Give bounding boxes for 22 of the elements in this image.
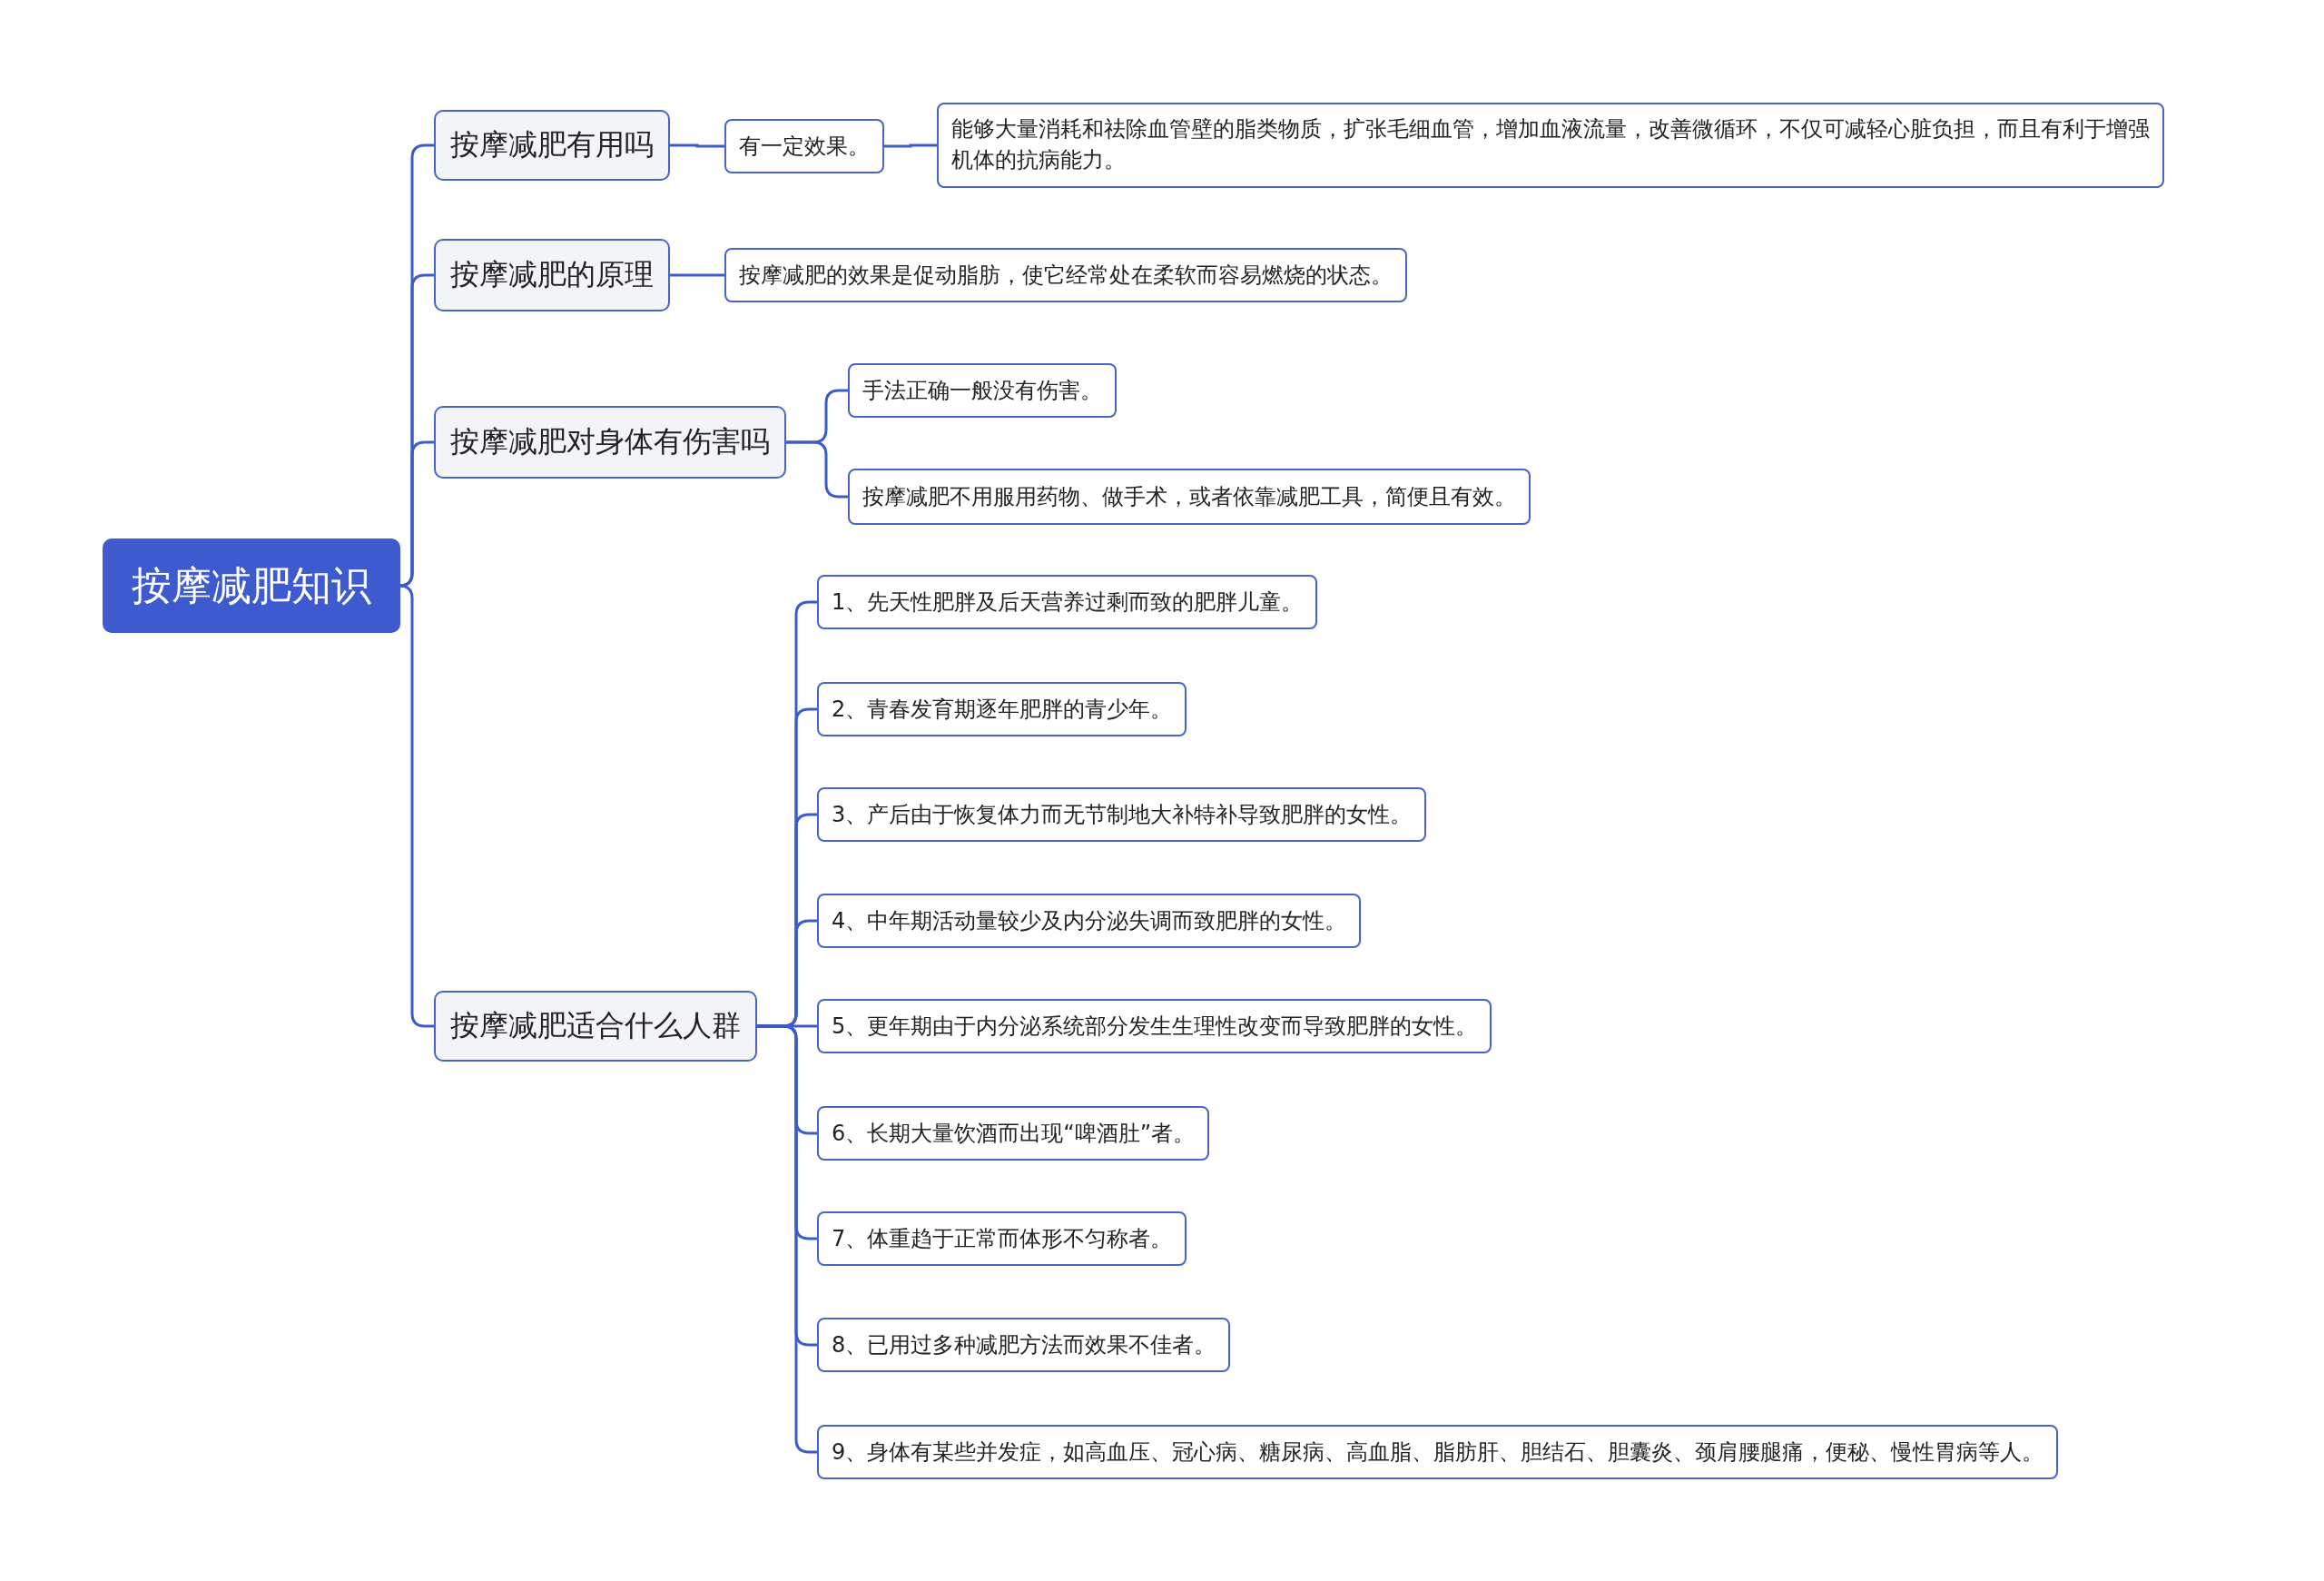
topic-box: 按摩减肥适合什么人群 bbox=[434, 991, 757, 1062]
subtopic-box: 手法正确一般没有伤害。 bbox=[848, 363, 1117, 418]
central-topic: 按摩减肥知识 bbox=[103, 539, 400, 633]
subtopic-box: 8、已用过多种减肥方法而效果不佳者。 bbox=[817, 1318, 1231, 1372]
subtopic-box: 有一定效果。 bbox=[724, 119, 884, 173]
subtopic-box: 6、长期大量饮酒而出现“啤酒肚”者。 bbox=[817, 1106, 1210, 1161]
topic-box: 按摩减肥有用吗 bbox=[434, 110, 670, 181]
subtopic-box: 按摩减肥的效果是促动脂肪，使它经常处在柔软而容易燃烧的状态。 bbox=[724, 248, 1407, 302]
connector bbox=[670, 273, 724, 277]
subtopic-box: 2、青春发育期逐年肥胖的青少年。 bbox=[817, 682, 1187, 736]
topic-box: 按摩减肥对身体有伤害吗 bbox=[434, 406, 786, 479]
subtopic-box: 1、先天性肥胖及后天营养过剩而致的肥胖儿童。 bbox=[817, 575, 1318, 629]
connector bbox=[670, 143, 724, 148]
subtopic-box: 3、产后由于恢复体力而无节制地大补特补导致肥胖的女性。 bbox=[817, 787, 1427, 842]
subtopic-box: 按摩减肥不用服用药物、做手术，或者依靠减肥工具，简便且有效。 bbox=[848, 469, 1531, 525]
subtopic-box: 能够大量消耗和祛除血管壁的脂类物质，扩张毛细血管，增加血液流量，改善微循环，不仅可减轻心脏负担，而且有利于增强机体的抗病能力。 bbox=[937, 103, 2164, 188]
subtopic-box: 7、体重趋于正常而体形不匀称者。 bbox=[817, 1211, 1187, 1266]
subtopic-box: 9、身体有某些并发症，如高血压、冠心病、糖尿病、高血脂、脂肪肝、胆结石、胆囊炎、颈肩腰腿痛，便秘、慢性胃病等人。 bbox=[817, 1425, 2059, 1479]
subtopic-box: 4、中年期活动量较少及内分泌失调而致肥胖的女性。 bbox=[817, 894, 1362, 948]
subtopic-box: 5、更年期由于内分泌系统部分发生生理性改变而导致肥胖的女性。 bbox=[817, 999, 1492, 1053]
connector bbox=[884, 143, 937, 148]
topic-box: 按摩减肥的原理 bbox=[434, 239, 670, 311]
